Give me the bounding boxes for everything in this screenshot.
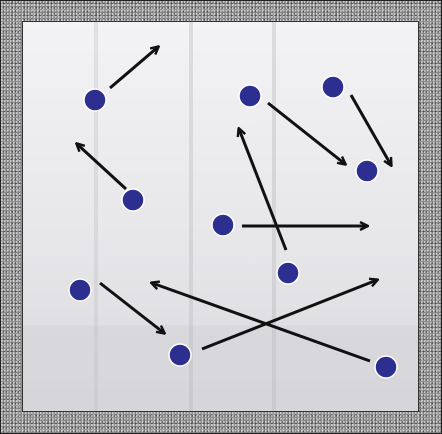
arrows xyxy=(77,47,391,363)
particle-dot xyxy=(83,88,107,112)
arrow xyxy=(152,283,371,363)
arrow xyxy=(239,129,288,251)
particle-dot xyxy=(238,84,262,108)
particle-dot xyxy=(374,355,398,379)
arrow xyxy=(109,47,158,90)
arrow xyxy=(77,144,128,191)
particle-dot xyxy=(276,261,300,285)
arrow xyxy=(201,280,377,351)
particle-dot xyxy=(211,213,235,237)
arrow xyxy=(267,101,345,164)
particle-dot xyxy=(321,75,345,99)
dots xyxy=(68,75,398,379)
particle-dot xyxy=(68,278,92,302)
particle-dot xyxy=(168,343,192,367)
arrow xyxy=(99,281,164,333)
particle-dot xyxy=(355,159,379,183)
particle-dot xyxy=(121,188,145,212)
arrow xyxy=(349,94,391,165)
